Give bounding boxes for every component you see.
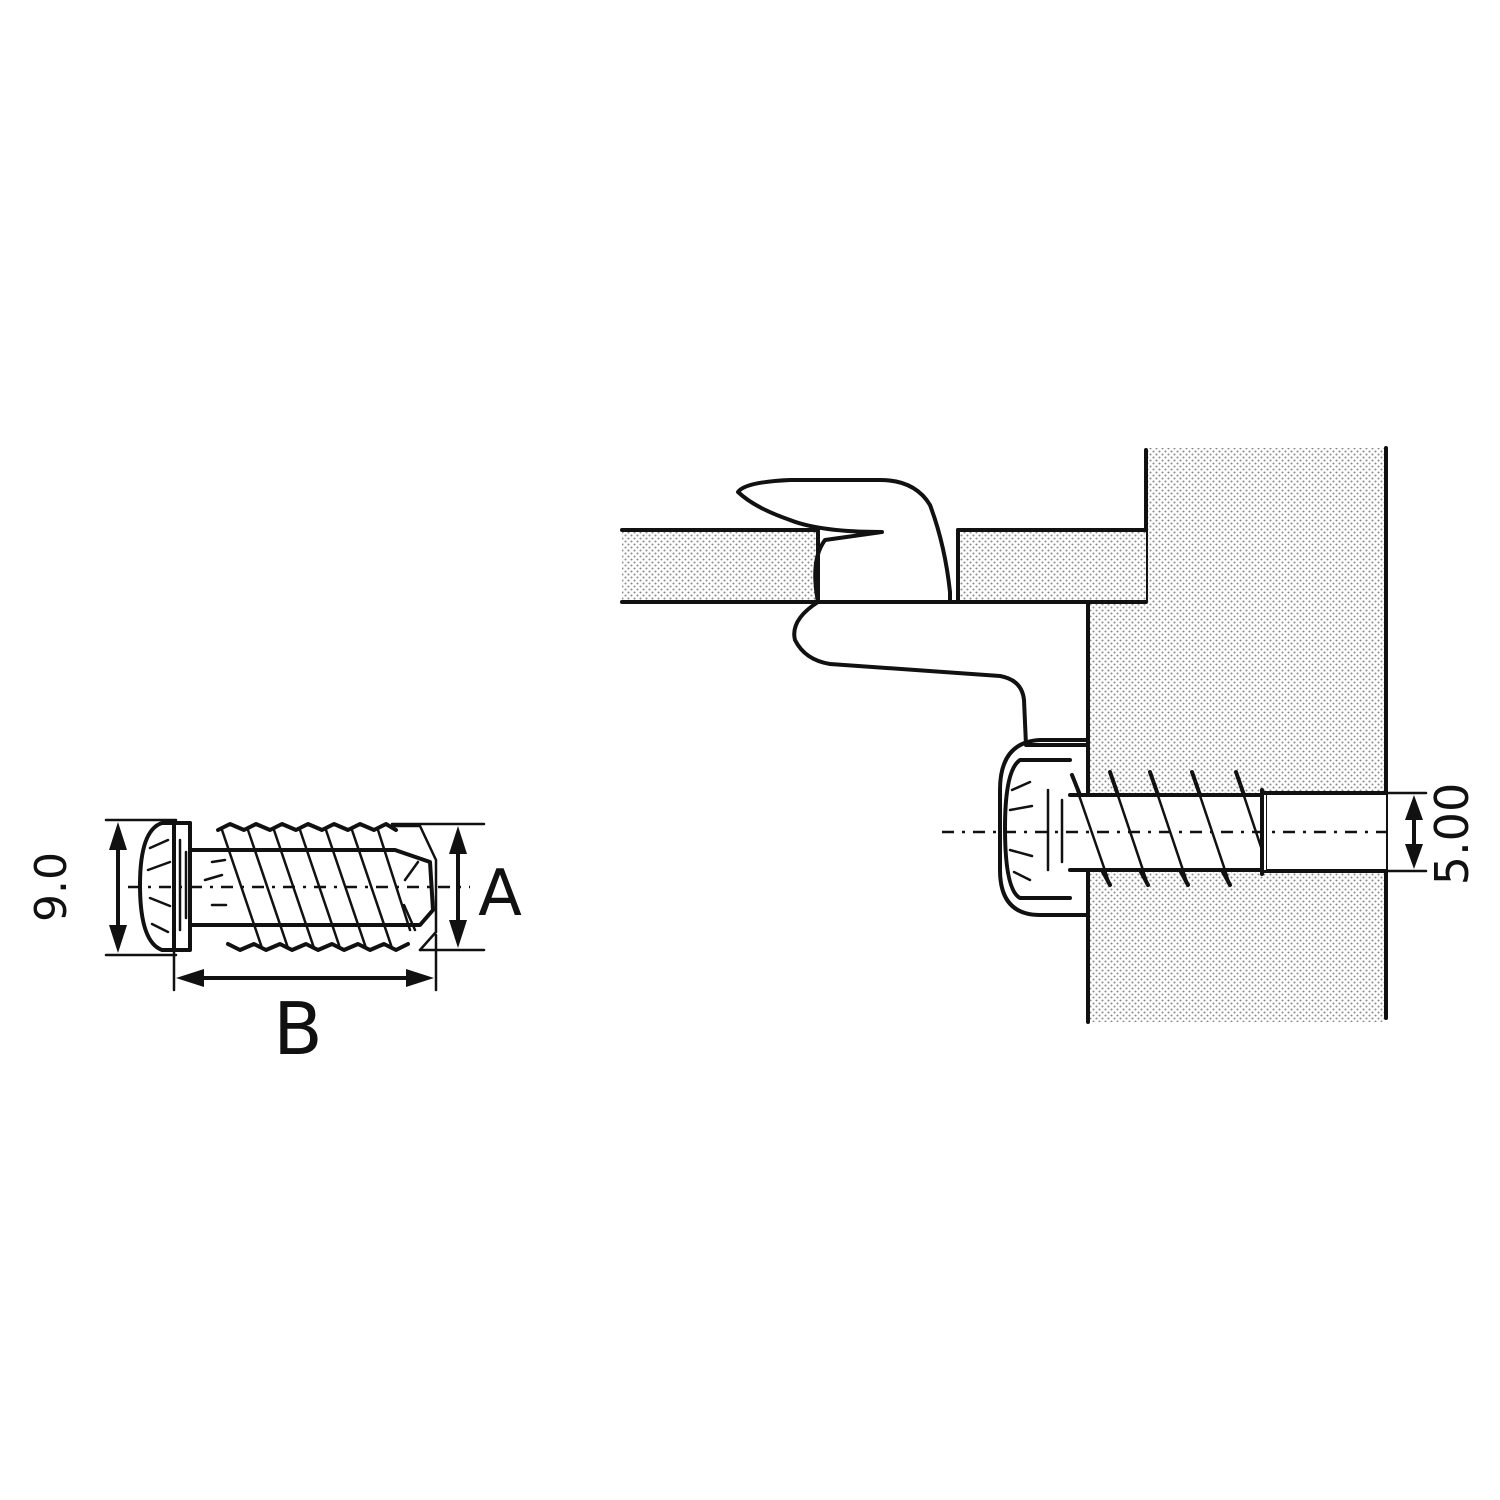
b-dimension-label: B <box>273 987 322 1071</box>
hole-dimension: 5.00 <box>1384 783 1479 885</box>
height-dimension-label: 9.0 <box>26 852 77 922</box>
screw-threads <box>203 822 412 952</box>
screw-shank-outline <box>188 848 435 927</box>
shelf-board <box>620 528 1148 604</box>
b-dimension: B <box>172 933 438 1071</box>
installed-screw <box>942 738 1390 917</box>
cabinet-side-panel <box>1146 448 1386 1022</box>
hole-dimension-label: 5.00 <box>1425 783 1479 885</box>
height-dimension: 9.0 <box>26 818 178 957</box>
shelf-support-bracket <box>736 478 1090 747</box>
screw-head-outline <box>138 821 192 952</box>
installed-screw-head <box>998 738 1090 917</box>
installed-view: 5.00 <box>620 446 1479 1024</box>
installed-screw-threads <box>1070 770 1264 887</box>
a-dimension-label: A <box>478 857 522 931</box>
a-dimension: A <box>390 822 522 952</box>
screw-detail: 9.0 A B <box>26 818 522 1071</box>
